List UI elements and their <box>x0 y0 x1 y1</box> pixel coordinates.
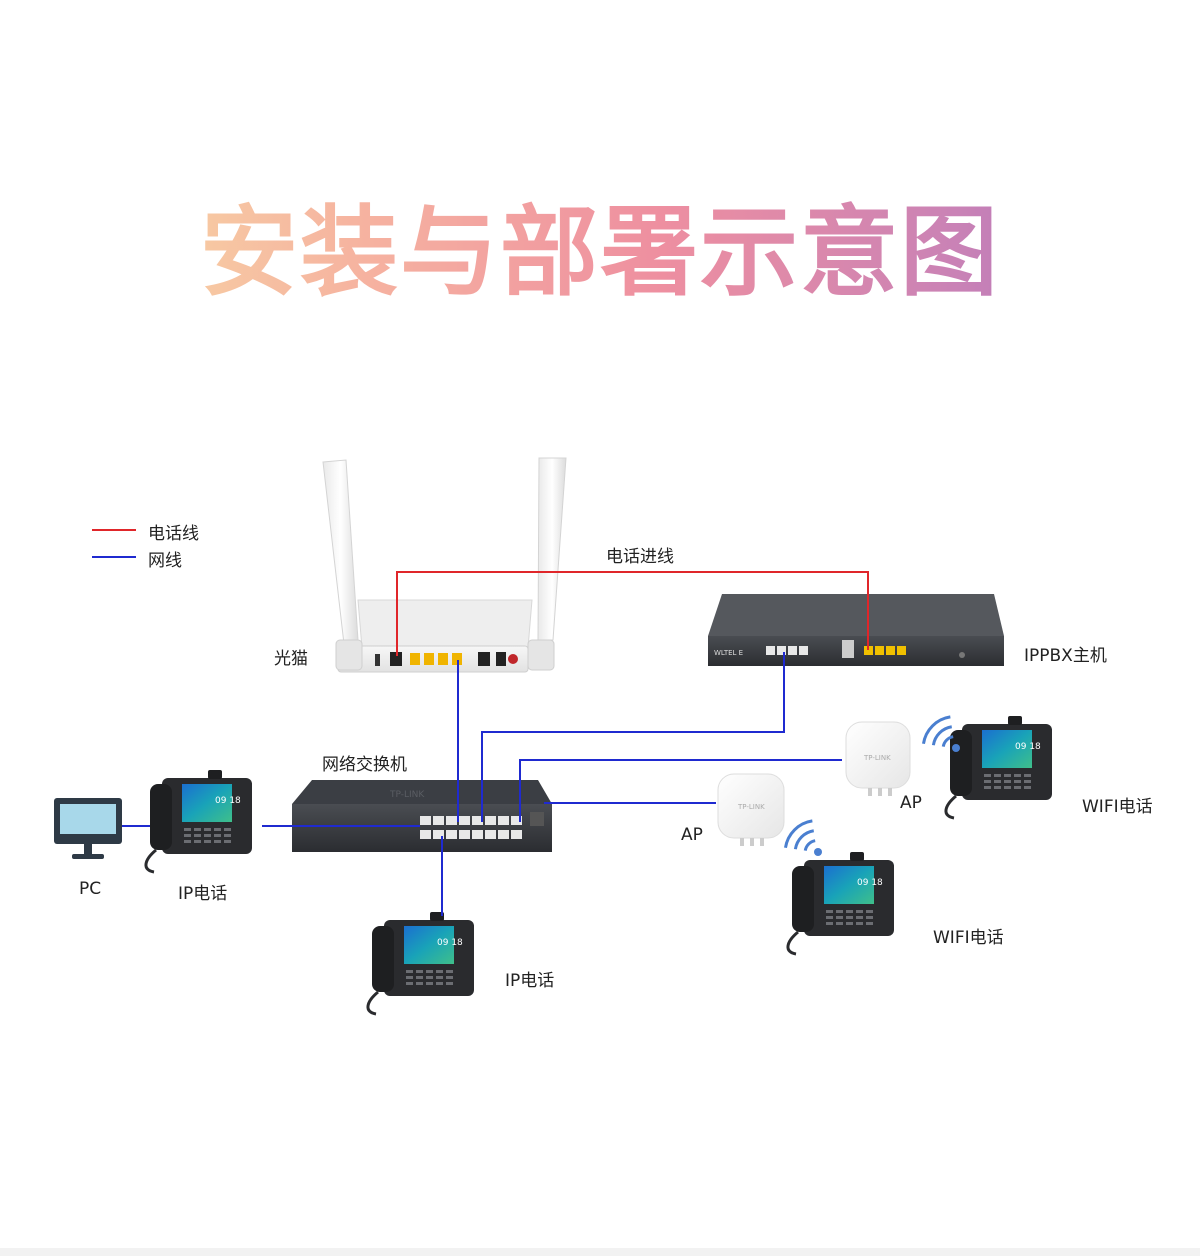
ip-phone-left-label: IP电话 <box>178 884 228 904</box>
ip-phone-left-time: 09 18 <box>215 796 241 806</box>
network-switch-icon: TP-LINK <box>292 780 552 852</box>
pc-label: PC <box>79 879 102 899</box>
legend-network-line-label: 网线 <box>148 551 182 571</box>
cable-switch-ap-upper <box>519 759 842 822</box>
switch-top-brand: TP-LINK <box>389 790 425 800</box>
ippbx-brand: WLTEL E <box>714 649 743 657</box>
ip-phone-bottom-time: 09 18 <box>437 938 463 948</box>
modem-label: 光猫 <box>274 649 308 669</box>
ap-lower-label: AP <box>681 825 703 845</box>
network-cables <box>122 652 842 916</box>
ap-lower-brand: TP-LINK <box>737 803 765 811</box>
cable-ippbx-switch <box>481 652 785 822</box>
ap-upper-label: AP <box>900 793 922 813</box>
wifi-phone-lower-icon <box>786 850 896 956</box>
wifi-phone-upper-label: WIFI电话 <box>1082 797 1153 817</box>
pc-monitor-icon <box>54 798 122 859</box>
ippbx-host-icon: WLTEL E <box>708 594 1004 666</box>
wifi-phone-upper-icon <box>944 714 1054 820</box>
optical-modem-icon <box>322 457 567 673</box>
ip-phone-bottom-icon <box>366 910 476 1016</box>
ap-upper-brand: TP-LINK <box>863 754 891 762</box>
phone-line-cable <box>396 571 869 656</box>
diagram-title: 安装与部署示意图 <box>0 198 1200 308</box>
ap-upper-icon: TP-LINK <box>845 721 911 796</box>
ip-phone-bottom-label: IP电话 <box>505 971 555 991</box>
wifi-phone-lower-time: 09 18 <box>857 878 883 888</box>
ap-lower-icon: TP-LINK <box>717 773 785 846</box>
legend-phone-line-label: 电话线 <box>148 524 199 544</box>
wifi-signal-lower-icon <box>779 814 824 858</box>
incoming-line-label: 电话进线 <box>606 547 674 567</box>
ippbx-label: IPPBX主机 <box>1024 646 1107 666</box>
wifi-phone-upper-time: 09 18 <box>1015 742 1041 752</box>
switch-label: 网络交换机 <box>322 755 407 775</box>
ip-phone-left-icon <box>144 768 254 874</box>
bottom-divider <box>0 1248 1200 1256</box>
wifi-phone-lower-label: WIFI电话 <box>933 928 1004 948</box>
